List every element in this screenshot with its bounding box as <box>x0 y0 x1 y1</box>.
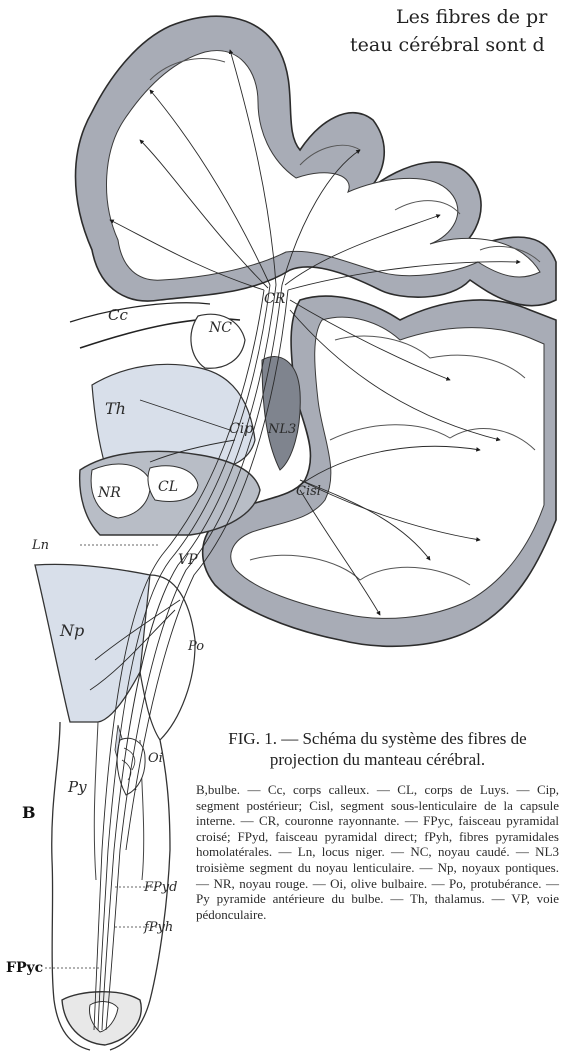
label-cip: Cip <box>229 421 253 437</box>
label-th: Th <box>105 399 126 418</box>
label-cisl: Cisl <box>296 484 321 499</box>
label-cr: CR <box>264 291 286 307</box>
label-po: Po <box>187 639 204 654</box>
figure-legend: B,bulbe. — Cc, corps calleux. — CL, corp… <box>196 782 559 922</box>
figure-caption: FIG. 1. — Schéma du système des fibres d… <box>195 728 560 770</box>
label-nl3: NL3 <box>267 422 296 437</box>
label-nc: NC <box>208 320 232 336</box>
label-ln: Ln <box>31 538 49 553</box>
label-cc: Cc <box>108 306 128 324</box>
label-fpyh: fPyh <box>143 920 173 935</box>
label-b: B <box>22 803 36 822</box>
label-nr: NR <box>97 485 121 501</box>
label-fpyc: FPyc <box>6 960 43 976</box>
label-cl: CL <box>158 479 178 495</box>
label-oi: Oi <box>148 751 163 766</box>
label-py: Py <box>67 778 87 796</box>
label-np: Np <box>59 621 84 640</box>
label-vp: VP <box>178 552 198 568</box>
label-fpyd: FPyd <box>143 880 177 895</box>
